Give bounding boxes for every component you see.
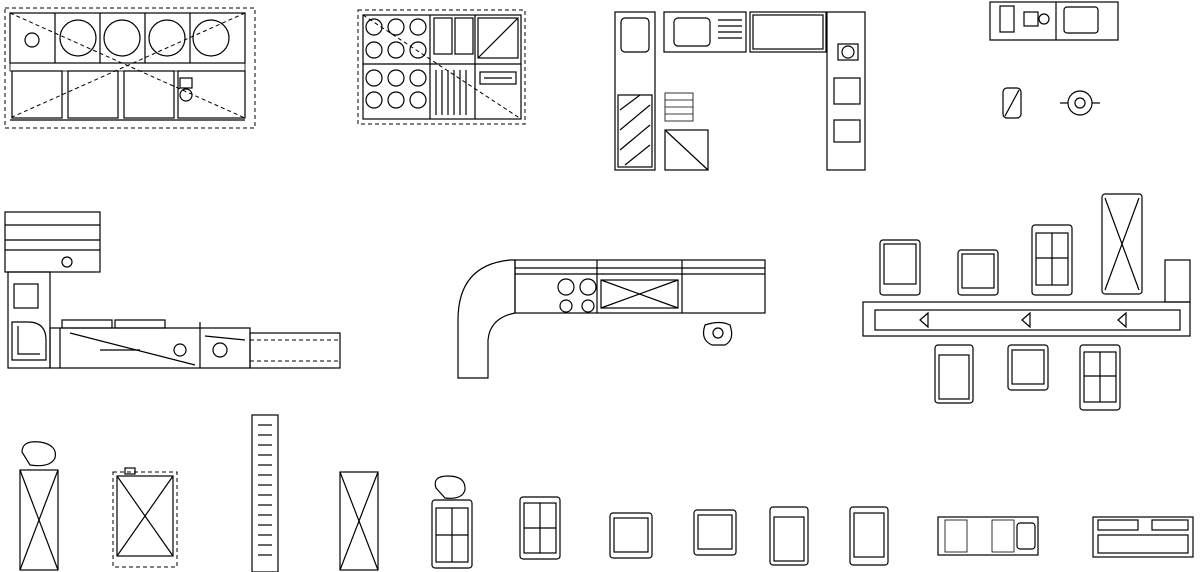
conveyor-dishwash-block <box>4 211 341 369</box>
grate-slots <box>258 424 272 556</box>
curved-counter-block <box>457 259 766 379</box>
l-shaped-kitchen-block <box>614 11 866 171</box>
sink-fixtures-block <box>989 1 1119 119</box>
cooking-line-block <box>4 7 256 129</box>
griddle <box>435 70 467 115</box>
bottom-row-equipment <box>19 414 1194 572</box>
bar-with-stools-block <box>862 193 1191 411</box>
range-block <box>357 9 526 125</box>
burners-top <box>365 18 427 109</box>
